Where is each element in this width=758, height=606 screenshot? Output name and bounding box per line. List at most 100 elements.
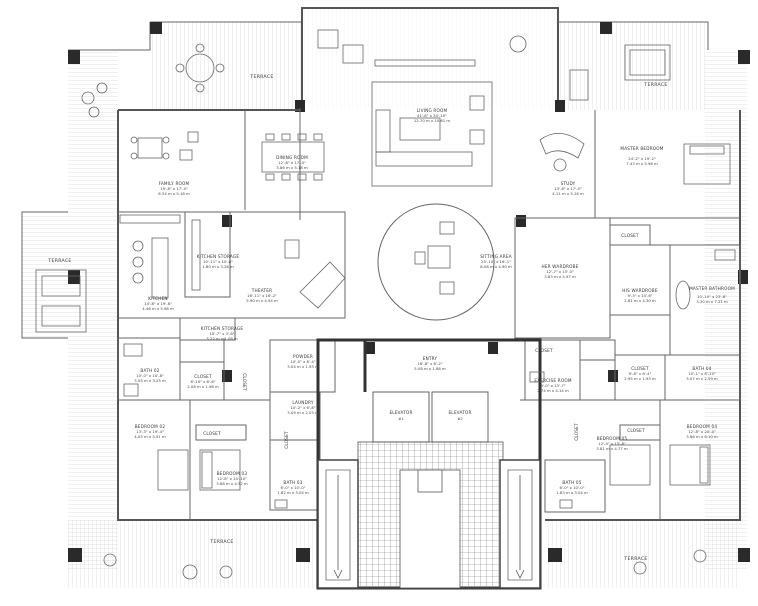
sitting-area-rotunda <box>377 203 495 321</box>
svg-text:4.05 m x 5.91 m: 4.05 m x 5.91 m <box>134 434 166 439</box>
svg-text:10'-2" x 6'-8": 10'-2" x 6'-8" <box>290 405 315 410</box>
room-bath-04: BATH 04 10'-1" x 8'-10" 3.07 m x 2.59 m <box>686 366 718 381</box>
terrace-label-top-left: TERRACE <box>249 74 273 80</box>
svg-text:1.83 m x 3.04 m: 1.83 m x 3.04 m <box>556 490 588 495</box>
room-bath-02: BATH 02 10'-0" x 10'-8" 3.05 m x 3.25 m <box>134 368 166 383</box>
svg-text:2.08 m x 1.98 m: 2.08 m x 1.98 m <box>187 384 219 389</box>
svg-text:3.30 m x 7.21 m: 3.30 m x 7.21 m <box>696 299 728 304</box>
core-lobby <box>357 441 504 589</box>
svg-text:BATH 03: BATH 03 <box>283 480 302 485</box>
svg-text:MASTER BEDROOM: MASTER BEDROOM <box>620 146 663 151</box>
svg-text:ELEVATOR: ELEVATOR <box>389 410 412 415</box>
room-bedroom-04: BEDROOM 04 12'-8" x 20'-0" 3.86 m x 6.10… <box>686 424 718 439</box>
svg-text:3.07 m x 2.59 m: 3.07 m x 2.59 m <box>686 376 718 381</box>
svg-text:12.70 m x 10.61 m: 12.70 m x 10.61 m <box>414 118 451 123</box>
svg-text:BATH 02: BATH 02 <box>140 368 159 373</box>
room-bedroom-03: BEDROOM 03 12'-8" x 14'-10" 3.86 m x 4.5… <box>216 471 248 486</box>
svg-text:10'-11" x 10'-8": 10'-11" x 10'-8" <box>203 259 233 264</box>
svg-text:12'-8" x 14'-10": 12'-8" x 14'-10" <box>217 476 247 481</box>
svg-text:10'-1" x 8'-10": 10'-1" x 8'-10" <box>688 371 716 376</box>
svg-text:16'-11" x 16'-2": 16'-11" x 16'-2" <box>247 293 277 298</box>
svg-text:14'-8" x 19'-8": 14'-8" x 19'-8" <box>144 301 172 306</box>
svg-text:4.46 m x 5.98 m: 4.46 m x 5.98 m <box>142 306 174 311</box>
room-master-bedroom: MASTER BEDROOM 24'-2" x 19'-2" 7.43 m x … <box>620 146 663 166</box>
room-theater: THEATER 16'-11" x 16'-2" 5.90 m x 4.94 m <box>246 288 278 303</box>
svg-text:10'-0" x 6'-4": 10'-0" x 6'-4" <box>290 359 315 364</box>
structural-columns <box>68 22 750 562</box>
room-powder: POWDER 10'-0" x 6'-4" 3.04 m x 1.93 m <box>287 354 319 369</box>
svg-text:41'-8" x 34'-10": 41'-8" x 34'-10" <box>417 113 447 118</box>
svg-text:BEDROOM 04: BEDROOM 04 <box>687 424 718 429</box>
svg-text:3.05 m x 3.25 m: 3.05 m x 3.25 m <box>134 378 166 383</box>
svg-text:SITTING AREA: SITTING AREA <box>480 254 512 259</box>
closet-label-7: CLOSET <box>574 423 579 441</box>
svg-text:LIVING ROOM: LIVING ROOM <box>417 108 448 113</box>
svg-text:25'-10" x 16'-1": 25'-10" x 16'-1" <box>481 259 511 264</box>
closet-label-1: CLOSET <box>535 348 553 353</box>
svg-text:DINING ROOM: DINING ROOM <box>276 155 308 160</box>
svg-text:6'-10" x 6'-6": 6'-10" x 6'-6" <box>190 379 215 384</box>
svg-text:#1: #1 <box>398 416 404 421</box>
svg-text:9'-3" x 14'-6": 9'-3" x 14'-6" <box>627 293 652 298</box>
terrace-label-top-right: TERRACE <box>643 82 667 88</box>
svg-text:3.04 m x 1.93 m: 3.04 m x 1.93 m <box>287 364 319 369</box>
svg-text:KITCHEN STORAGE: KITCHEN STORAGE <box>201 326 244 331</box>
terrace-label-left: TERRACE <box>47 258 71 264</box>
room-closet-small: CLOSET 6'-10" x 6'-6" 2.08 m x 1.98 m <box>187 374 219 389</box>
terrace-top-right <box>558 21 709 110</box>
svg-text:2.95 m x 1.93 m: 2.95 m x 1.93 m <box>624 376 656 381</box>
svg-text:12'-7" x 15'-0": 12'-7" x 15'-0" <box>546 269 574 274</box>
room-kitchen-storage-2: KITCHEN STORAGE 10'-7" x 3'-8" 3.22 m x … <box>201 326 244 341</box>
svg-text:#2: #2 <box>457 416 463 421</box>
svg-text:3.86 m x 5.18 m: 3.86 m x 5.18 m <box>276 165 308 170</box>
furniture <box>35 29 736 580</box>
svg-text:3.81 m x 4.77 m: 3.81 m x 4.77 m <box>596 446 628 451</box>
room-family: FAMILY ROOM 19'-8" x 17'-0" 6.34 m x 5.1… <box>158 181 190 196</box>
terrace-left <box>21 50 118 570</box>
svg-text:5.90 m x 4.94 m: 5.90 m x 4.94 m <box>246 298 278 303</box>
room-closet-right: CLOSET 9'-8" x 6'-4" 2.95 m x 1.93 m <box>624 366 656 381</box>
svg-text:9'-0" x 13'-7": 9'-0" x 13'-7" <box>540 383 565 388</box>
svg-text:MASTER BATHROOM: MASTER BATHROOM <box>689 286 735 291</box>
room-bath-05: BATH 05 6'-0" x 10'-0" 1.83 m x 3.04 m <box>556 480 588 495</box>
svg-text:7.43 m x 5.98 m: 7.43 m x 5.98 m <box>626 161 658 166</box>
svg-text:5.08 m x 1.88 m: 5.08 m x 1.88 m <box>414 366 446 371</box>
svg-text:10'-10" x 23'-8": 10'-10" x 23'-8" <box>697 294 727 299</box>
svg-text:BEDROOM 02: BEDROOM 02 <box>135 424 166 429</box>
deck-edge <box>68 22 151 51</box>
svg-text:CLOSET: CLOSET <box>631 366 649 371</box>
svg-text:6'-0" x 10'-0": 6'-0" x 10'-0" <box>280 485 305 490</box>
svg-text:12'-4" x 15'-8": 12'-4" x 15'-8" <box>598 441 626 446</box>
room-entry: ENTRY 16'-8" x 6'-2" 5.08 m x 1.88 m <box>414 356 446 371</box>
svg-text:HIS WARDROBE: HIS WARDROBE <box>622 288 658 293</box>
svg-text:3.86 m x 4.52 m: 3.86 m x 4.52 m <box>216 481 248 486</box>
svg-text:KITCHEN STORAGE: KITCHEN STORAGE <box>197 254 240 259</box>
room-exercise: EXERCISE ROOM 9'-0" x 13'-7" 2.74 m x 4.… <box>534 378 571 393</box>
svg-text:POWDER: POWDER <box>293 354 313 359</box>
svg-text:BEDROOM 05: BEDROOM 05 <box>597 436 628 441</box>
svg-text:STUDY: STUDY <box>561 181 576 186</box>
closet-label-3: CLOSET <box>627 428 645 433</box>
svg-text:9'-8" x 6'-4": 9'-8" x 6'-4" <box>629 371 652 376</box>
svg-text:13'-6" x 17'-0": 13'-6" x 17'-0" <box>554 186 582 191</box>
svg-text:12'-8" x 20'-0": 12'-8" x 20'-0" <box>688 429 716 434</box>
svg-text:6'-0" x 10'-0": 6'-0" x 10'-0" <box>559 485 584 490</box>
closet-label-2: CLOSET <box>203 431 221 436</box>
svg-text:10'-0" x 10'-8": 10'-0" x 10'-8" <box>136 373 164 378</box>
room-kitchen-storage: KITCHEN STORAGE 10'-11" x 10'-8" 1.80 m … <box>197 254 240 269</box>
stair-right <box>499 459 541 589</box>
svg-text:8.08 m x 4.90 m: 8.08 m x 4.90 m <box>480 264 512 269</box>
svg-text:FAMILY ROOM: FAMILY ROOM <box>159 181 190 186</box>
stair-left <box>317 459 359 589</box>
room-laundry: LAUNDRY 10'-2" x 6'-8" 3.09 m x 2.03 m <box>287 400 319 415</box>
room-master-bath: MASTER BATHROOM 10'-10" x 23'-8" 3.30 m … <box>689 286 735 304</box>
svg-text:BEDROOM 03: BEDROOM 03 <box>217 471 248 476</box>
svg-text:3.22 m x 1.08 m: 3.22 m x 1.08 m <box>206 336 238 341</box>
svg-text:10'-7" x 3'-8": 10'-7" x 3'-8" <box>209 331 234 336</box>
svg-text:16'-8" x 6'-2": 16'-8" x 6'-2" <box>417 361 442 366</box>
svg-text:2.74 m x 4.14 m: 2.74 m x 4.14 m <box>537 388 569 393</box>
elevator-2: ELEVATOR #2 <box>448 410 471 421</box>
room-bath-03: BATH 03 6'-0" x 10'-0" 1.82 m x 3.04 m <box>277 480 309 495</box>
svg-text:1.82 m x 3.04 m: 1.82 m x 3.04 m <box>277 490 309 495</box>
